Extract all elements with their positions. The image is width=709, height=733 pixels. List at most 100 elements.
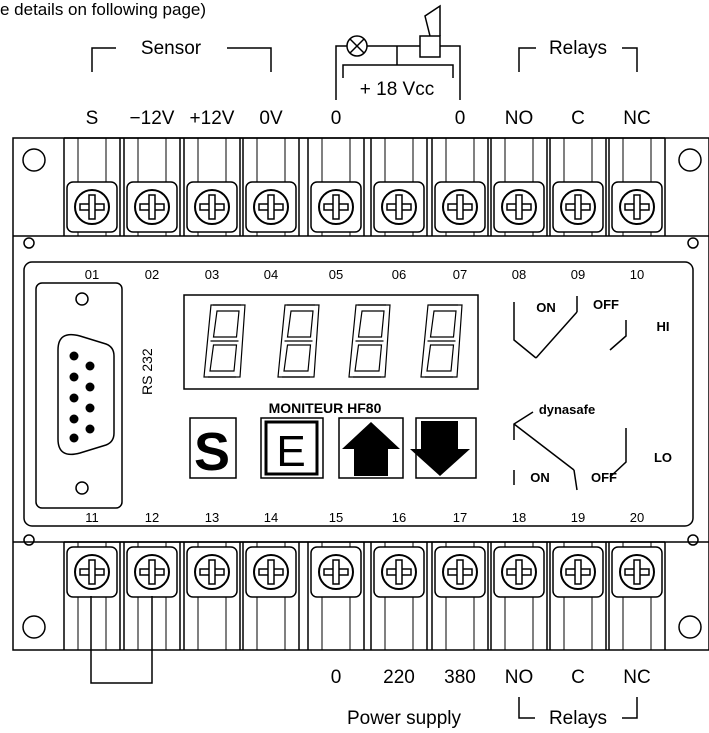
bottom-terminal-label-7: 380 <box>444 667 476 688</box>
top-terminal-label-8: NO <box>505 108 534 129</box>
hi-on-label: ON <box>536 300 556 315</box>
digit-1 <box>203 304 246 378</box>
db9-pin <box>69 351 79 361</box>
hi-relay-indicator <box>513 296 627 359</box>
terminal-number-6: 16 <box>392 510 406 525</box>
rs232-label: RS 232 <box>139 348 155 395</box>
supply-voltage-label: + 18 Vcc <box>360 79 434 100</box>
bottom-terminal-label-10: NC <box>623 667 650 688</box>
digit-4 <box>420 304 463 378</box>
down-arrow-icon <box>410 421 470 476</box>
relays-bottom-group <box>518 697 638 719</box>
db9-pin <box>69 433 79 443</box>
db9-pin <box>69 414 79 424</box>
lo-off-label: OFF <box>591 470 617 485</box>
seven-segment-display <box>183 294 479 390</box>
terminal-number-1: 01 <box>85 267 99 282</box>
front-panel <box>23 261 694 527</box>
top-terminal-8 <box>490 138 548 236</box>
e-key[interactable]: E <box>260 417 324 479</box>
digit-2 <box>277 304 320 378</box>
top-terminal-label-10: NC <box>623 108 650 129</box>
top-terminal-1 <box>63 138 121 236</box>
bottom-terminal-7 <box>431 542 489 650</box>
power-supply-label: Power supply <box>347 708 462 729</box>
top-terminal-2 <box>123 138 181 236</box>
bottom-terminal-2 <box>123 542 181 650</box>
bottom-terminal-label-9: C <box>571 667 585 688</box>
top-terminal-block <box>63 137 666 236</box>
s-key-label: S <box>194 422 230 482</box>
top-terminal-label-9: C <box>571 108 585 129</box>
display-digits <box>203 304 463 378</box>
bottom-terminal-3 <box>183 542 241 650</box>
terminal-number-8: 18 <box>512 510 526 525</box>
top-terminal-9 <box>549 138 607 236</box>
bottom-terminal-4 <box>242 542 300 650</box>
top-terminal-6 <box>370 138 428 236</box>
jumper-11-12 <box>90 596 153 684</box>
top-terminal-7 <box>431 138 489 236</box>
top-terminal-10 <box>608 138 666 236</box>
db9-pin <box>69 372 79 382</box>
db9-pin <box>85 424 95 434</box>
terminal-number-4: 04 <box>264 267 278 282</box>
terminal-number-2: 02 <box>145 267 159 282</box>
lamp-buzzer-circuit <box>335 4 461 100</box>
top-terminal-label-3: +12V <box>190 108 235 129</box>
relays-bottom-label: Relays <box>549 708 607 729</box>
db9-pin <box>85 382 95 392</box>
bottom-terminal-8 <box>490 542 548 650</box>
bottom-terminal-10 <box>608 542 666 650</box>
bottom-terminal-block <box>63 541 666 650</box>
top-terminal-label-5: 0 <box>331 108 342 129</box>
rs232-connector <box>35 282 123 509</box>
up-key[interactable] <box>338 417 404 479</box>
lo-on-label: ON <box>530 470 550 485</box>
digit-3 <box>348 304 391 378</box>
bottom-terminal-5 <box>307 542 365 650</box>
up-arrow-icon <box>342 422 400 476</box>
terminal-number-10: 10 <box>630 267 644 282</box>
s-key[interactable]: S <box>189 417 237 482</box>
terminal-number-5: 15 <box>329 510 343 525</box>
sensor-group <box>91 47 272 72</box>
bottom-terminal-labels: 0 220 380 NO C NC <box>331 667 651 688</box>
hi-label: HI <box>657 319 670 334</box>
lo-relay-indicator <box>513 411 627 491</box>
terminal-number-6: 06 <box>392 267 406 282</box>
top-terminal-4 <box>242 138 300 236</box>
bottom-terminal-label-8: NO <box>505 667 534 688</box>
relays-top-label: Relays <box>549 38 607 59</box>
keypad: S E <box>189 417 477 482</box>
model-label: MONITEUR HF80 <box>269 400 382 416</box>
terminal-number-2: 12 <box>145 510 159 525</box>
hi-off-label: OFF <box>593 297 619 312</box>
buzzer-icon <box>419 35 441 58</box>
terminal-number-3: 13 <box>205 510 219 525</box>
top-terminal-5 <box>307 138 365 236</box>
db9-pin <box>69 393 79 403</box>
bottom-terminal-label-6: 220 <box>383 667 415 688</box>
brand-label: dynasafe <box>539 402 595 417</box>
header-note: e details on following page) <box>0 0 206 19</box>
top-terminal-label-4: 0V <box>259 108 283 129</box>
terminal-number-7: 17 <box>453 510 467 525</box>
bottom-terminal-label-5: 0 <box>331 667 342 688</box>
bottom-terminal-6 <box>370 542 428 650</box>
db9-pin <box>85 361 95 371</box>
mount-hole-bottom-right <box>678 615 702 639</box>
db9-pins <box>69 351 95 443</box>
top-terminal-label-1: S <box>86 108 99 129</box>
terminal-number-5: 05 <box>329 267 343 282</box>
terminal-number-1: 11 <box>85 510 99 525</box>
mount-hole-bottom-left <box>22 615 46 639</box>
bottom-terminal-1 <box>63 542 121 650</box>
top-terminal-label-7: 0 <box>455 108 466 129</box>
down-key[interactable] <box>410 417 477 479</box>
terminal-number-7: 07 <box>453 267 467 282</box>
